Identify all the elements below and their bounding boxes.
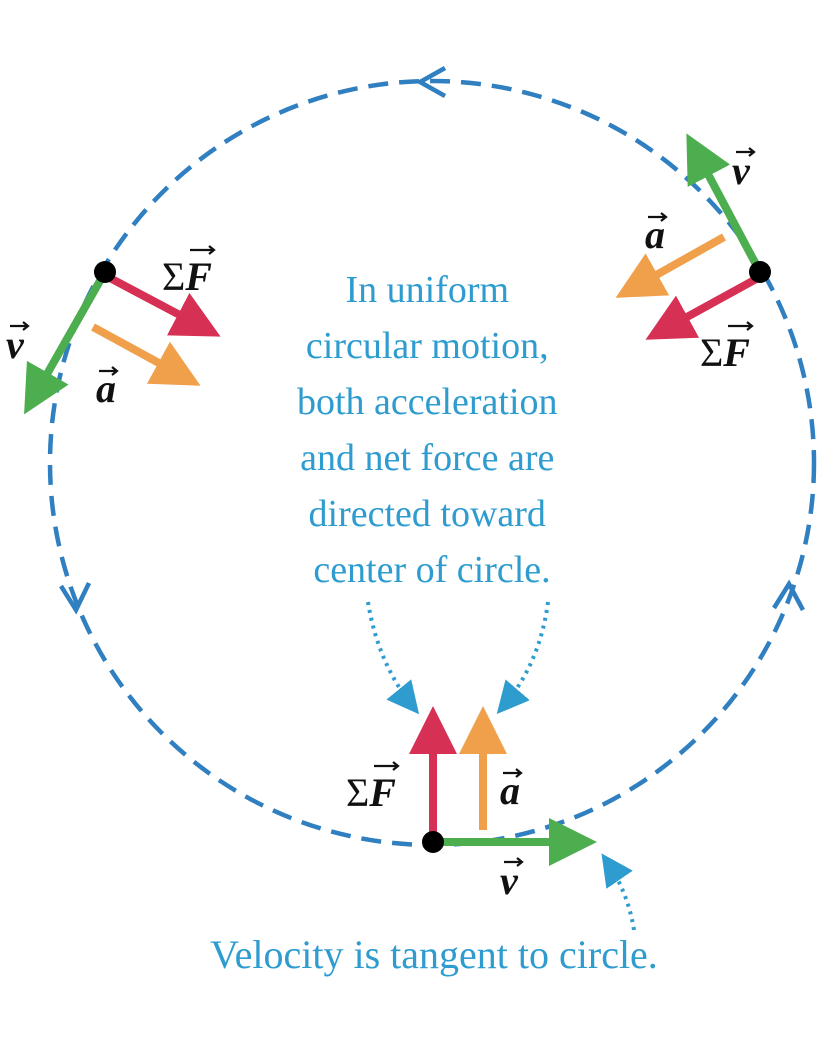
label-velocity-bottom: v xyxy=(500,857,524,903)
path-direction-chevron-left xyxy=(59,582,92,615)
vector-arrow-icon xyxy=(503,768,523,778)
center-caption: In uniform circular motion, both acceler… xyxy=(297,269,567,591)
caption-pointer-left xyxy=(366,601,420,715)
sum-symbol: Σ xyxy=(346,770,369,815)
net-force-symbol: ΣF xyxy=(162,254,212,299)
label-acceleration-top-right: a xyxy=(645,212,668,257)
force-symbol: F xyxy=(368,770,396,815)
vector-arrow-icon xyxy=(648,212,668,222)
label-acceleration-left: a xyxy=(96,366,119,411)
net-force-symbol: ΣF xyxy=(700,330,750,375)
acceleration-symbol: a xyxy=(500,768,520,813)
label-velocity-top-right: v xyxy=(732,147,756,193)
acceleration-symbol: a xyxy=(645,212,665,257)
velocity-arrow-left xyxy=(24,270,109,415)
particle-top-right xyxy=(749,261,771,283)
path-direction-chevron-right xyxy=(772,579,805,612)
acceleration-arrow-left xyxy=(91,323,201,386)
vector-arrow-icon xyxy=(190,245,216,255)
velocity-arrow-top-right xyxy=(686,133,764,274)
force-symbol: F xyxy=(184,254,212,299)
label-net-force-left: ΣF xyxy=(162,245,216,299)
sum-symbol: Σ xyxy=(700,330,723,375)
bottom-caption-pointer xyxy=(601,853,636,931)
caption-pointer-right xyxy=(496,601,550,715)
center-caption-line: directed toward xyxy=(309,493,546,535)
net-force-arrow-left xyxy=(106,273,221,337)
vector-arrow-icon xyxy=(99,366,119,376)
sum-symbol: Σ xyxy=(162,254,185,299)
net-force-arrow-top-right xyxy=(645,274,760,340)
label-velocity-left: v xyxy=(6,321,30,367)
center-caption-line: center of circle. xyxy=(313,549,550,591)
vector-arrow-icon xyxy=(736,147,756,157)
particle-bottom xyxy=(422,831,444,853)
center-caption-line: circular motion, xyxy=(306,325,549,367)
acceleration-arrow-top-right xyxy=(615,233,726,298)
acceleration-symbol: a xyxy=(96,366,116,411)
path-direction-chevron-top xyxy=(415,66,447,98)
vector-arrow-icon xyxy=(504,857,524,867)
net-force-symbol: ΣF xyxy=(346,770,396,815)
center-caption-line: In uniform xyxy=(345,269,509,311)
force-symbol: F xyxy=(722,330,750,375)
velocity-symbol: v xyxy=(732,148,751,193)
label-acceleration-bottom: a xyxy=(500,768,523,813)
vector-arrow-icon xyxy=(728,321,754,331)
center-caption-line: and net force are xyxy=(300,437,554,479)
particle-left xyxy=(94,261,116,283)
velocity-symbol: v xyxy=(500,858,519,903)
velocity-symbol: v xyxy=(6,322,25,367)
label-net-force-bottom: ΣF xyxy=(346,761,400,815)
vector-arrow-icon xyxy=(10,321,30,331)
vector-arrow-icon xyxy=(374,761,400,771)
center-caption-line: both acceleration xyxy=(297,381,558,423)
bottom-caption: Velocity is tangent to circle. xyxy=(210,932,658,977)
label-net-force-top-right: ΣF xyxy=(700,321,754,375)
